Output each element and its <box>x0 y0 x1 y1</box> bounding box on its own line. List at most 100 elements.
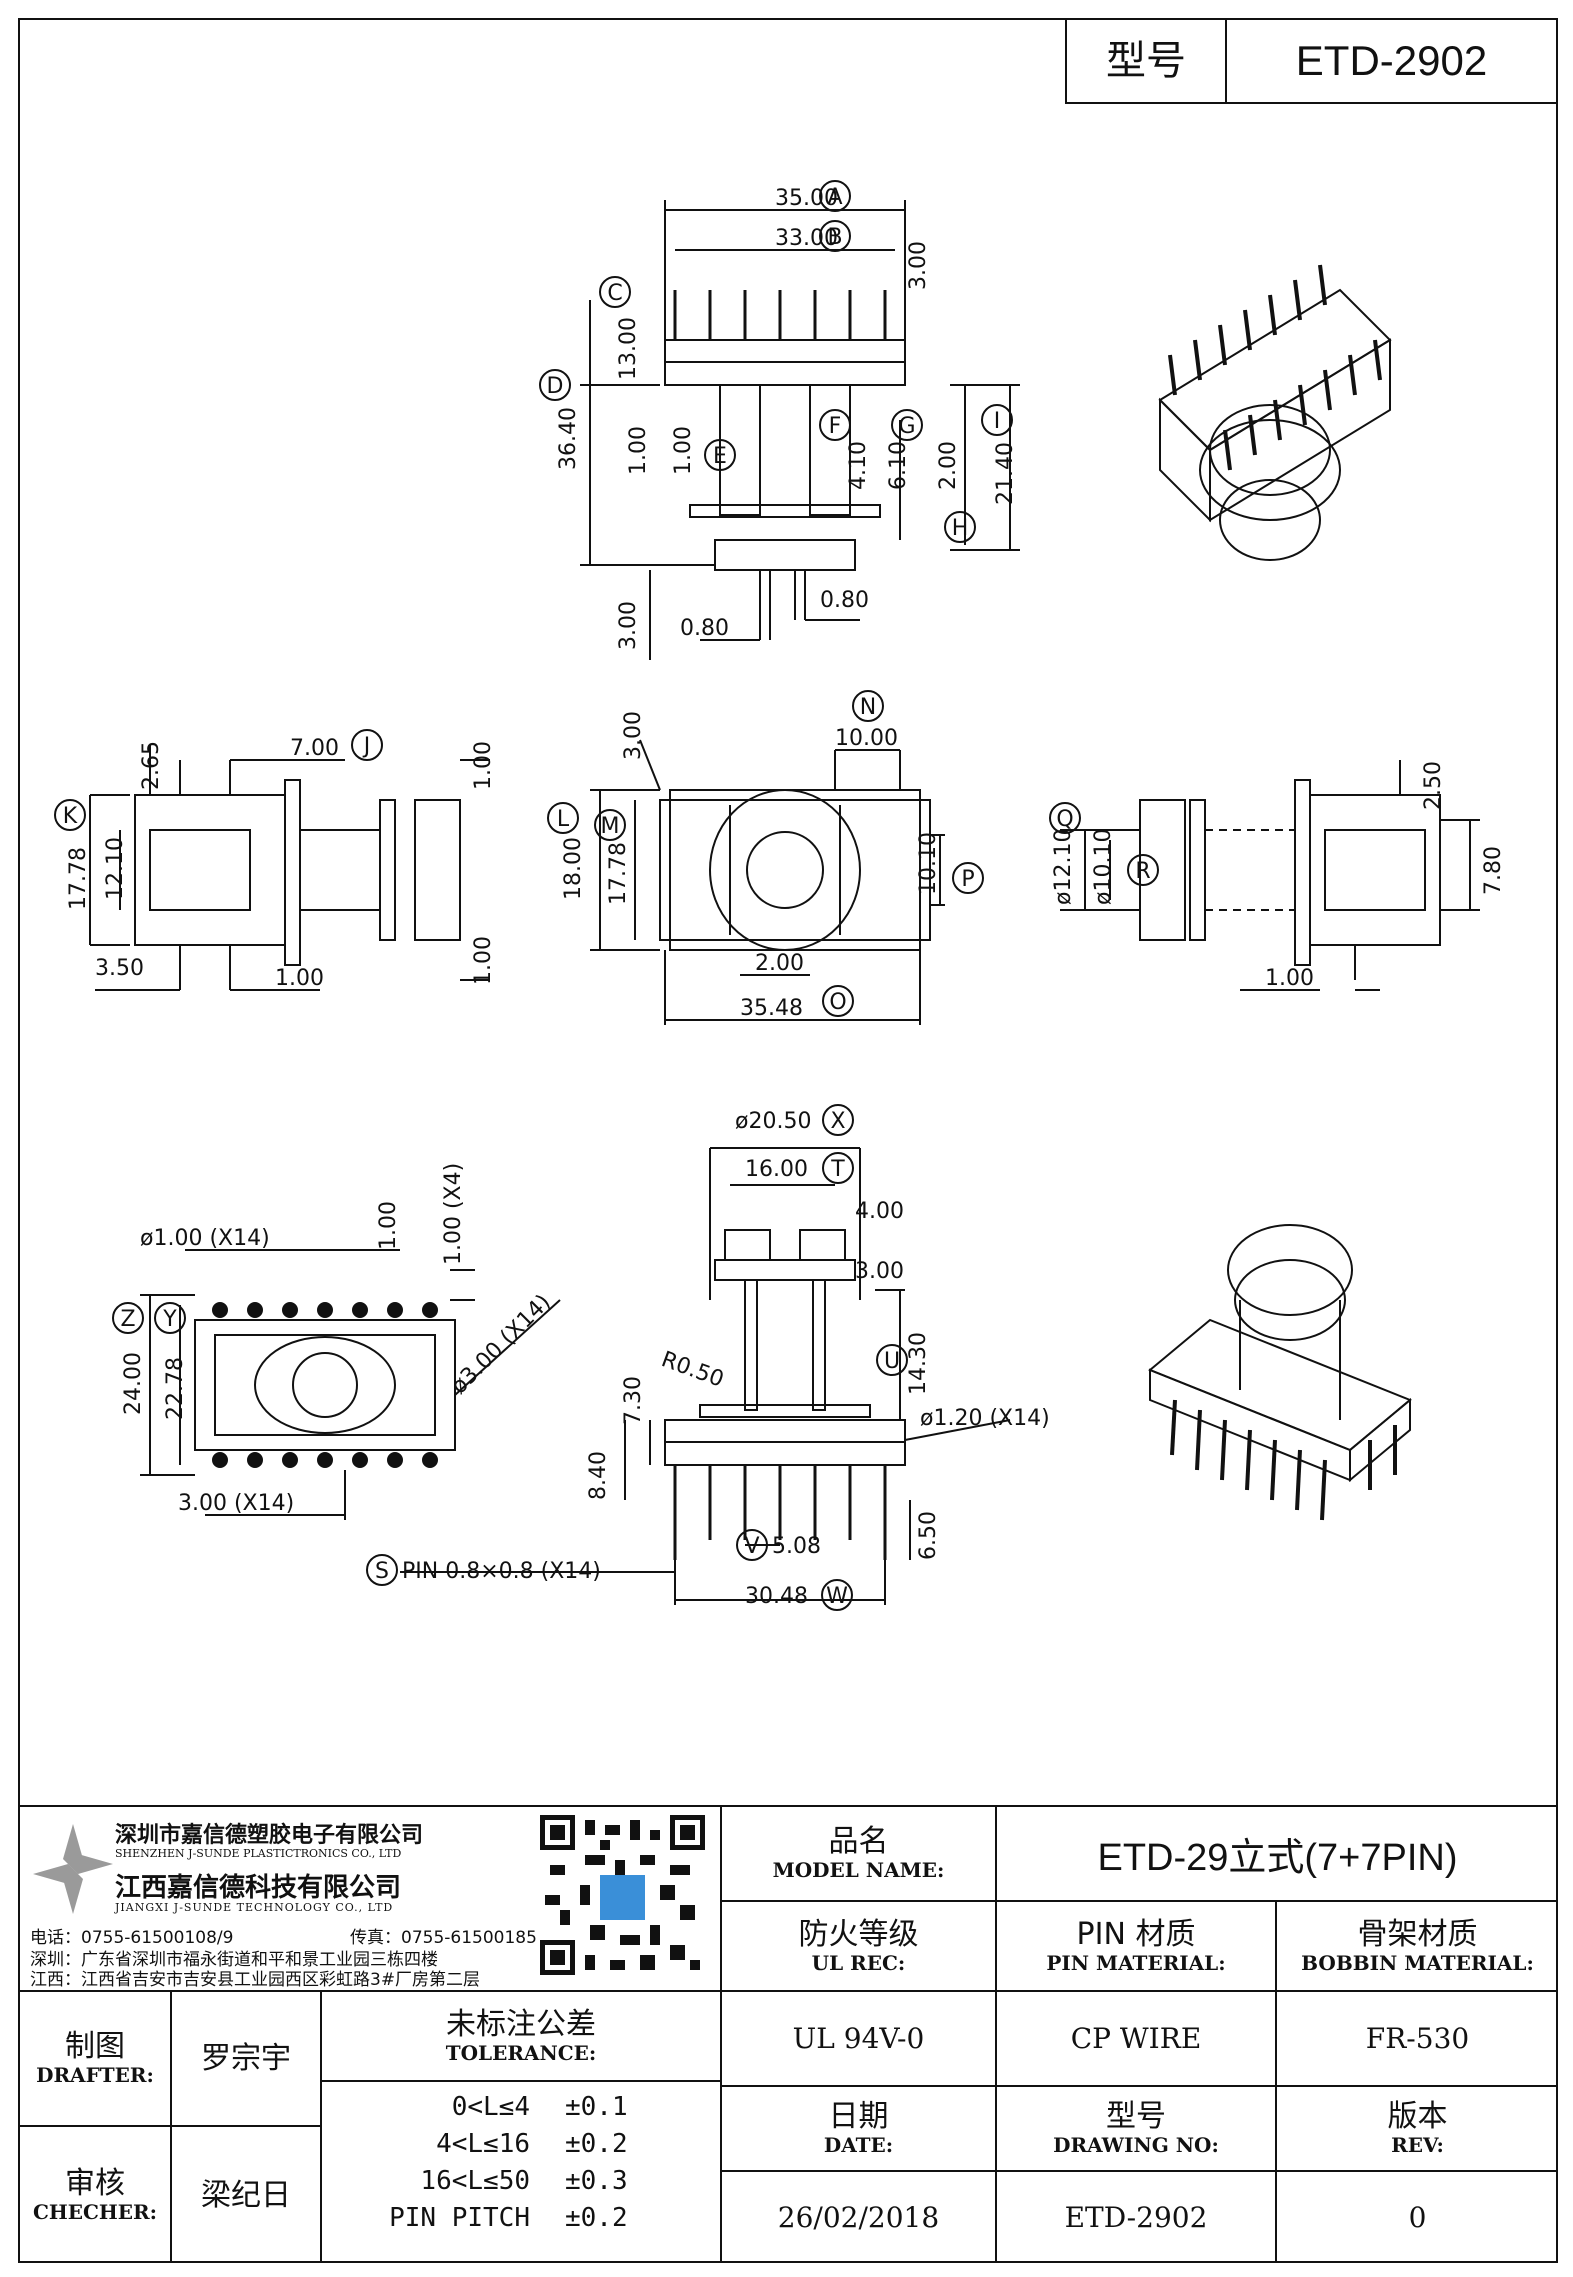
company-address-jx: 江西：江西省吉安市吉安县工业园西区彩虹路3#厂房第二层 <box>30 1970 481 1990</box>
dim-front-1a: 1.00 <box>626 426 651 475</box>
dim-front-6: 6.10 <box>886 441 911 490</box>
dim-front-13: 13.00 <box>616 317 641 380</box>
isometric-view-bottom <box>1148 1224 1412 1521</box>
tb-hline-3 <box>720 2085 1558 2087</box>
dimension-values: 35.00 33.00 3.00 13.00 36.40 1.00 1.00 4… <box>66 186 1506 1609</box>
dim-pin-4: 4.00 <box>855 1199 904 1224</box>
pin-material-header: PIN 材质 PIN MATERIAL: <box>997 1902 1275 1990</box>
label-G: G <box>898 414 915 439</box>
dim-left-1c: 1.00 <box>471 936 496 985</box>
dim-front-33: 33.00 <box>775 226 838 251</box>
dim-front-1b: 1.00 <box>671 426 696 475</box>
date-header: 日期 DATE: <box>722 2087 995 2170</box>
model-name-value: ETD-29立式(7+7PIN) <box>1097 1837 1458 1879</box>
tolerance-row: PIN PITCH ±0.2 <box>330 2199 710 2236</box>
dim-front-08a: 0.80 <box>680 616 729 641</box>
label-J: J <box>362 734 371 759</box>
label-H: H <box>952 516 969 541</box>
dim-top-18: 18.00 <box>561 837 586 900</box>
label-T: T <box>830 1157 845 1182</box>
label-C: C <box>607 281 622 306</box>
dim-left-7: 7.00 <box>290 736 339 761</box>
dim-pin-size: PIN 0.8×0.8 (X14) <box>402 1559 601 1584</box>
dim-top-2: 2.00 <box>755 951 804 976</box>
pin-view <box>400 1147 1011 1605</box>
dim-pin-16: 16.00 <box>745 1157 808 1182</box>
label-M: M <box>601 814 620 839</box>
checker-cn: 审核 <box>65 2165 125 2201</box>
model-name-header: 品名 MODEL NAME: <box>722 1807 995 1900</box>
label-I: I <box>994 409 1001 434</box>
dim-pin-3: 3.00 <box>855 1259 904 1284</box>
label-E: E <box>713 444 727 469</box>
dim-top-10: 10.00 <box>835 726 898 751</box>
date-cn: 日期 <box>828 2099 889 2134</box>
dim-left-1a: 1.00 <box>471 741 496 790</box>
company-name-cn-1: 深圳市嘉信德塑胶电子有限公司 <box>115 1823 424 1848</box>
label-Z: Z <box>120 1307 135 1332</box>
label-W: W <box>826 1584 848 1609</box>
dim-front-2: 2.00 <box>936 441 961 490</box>
label-Y: Y <box>162 1307 177 1332</box>
dim-right-25: 2.50 <box>1421 761 1446 810</box>
tolerance-range: 4<L≤16 <box>436 2128 530 2159</box>
dim-bottom-1: 1.00 <box>376 1201 401 1250</box>
drawing-no-en: DRAWING NO: <box>1053 2133 1219 2157</box>
company-fax: 传真：0755-61500185 <box>350 1928 537 1948</box>
bobbin-material-header: 骨架材质 BOBBIN MATERIAL: <box>1277 1902 1558 1990</box>
tolerance-table: 0<L≤4 ±0.1 4<L≤16 ±0.2 16<L≤50 ±0.3 PIN … <box>330 2088 710 2236</box>
tolerance-row: 4<L≤16 ±0.2 <box>330 2125 710 2162</box>
ul-en: UL REC: <box>811 1950 906 1975</box>
company-name-en-2: JIANGXI J-SUNDE TECHNOLOGY CO., LTD <box>115 1901 394 1914</box>
header-model-label: 型号 <box>1067 20 1227 102</box>
dim-top-1010: 10.10 <box>916 832 941 895</box>
company-name-cn-2: 江西嘉信德科技有限公司 <box>115 1873 402 1903</box>
dim-pin-143: 14.30 <box>906 1332 931 1395</box>
ul-header: 防火等级 UL REC: <box>722 1902 995 1990</box>
reference-labels: A B C D E F G H I J K L M N O P Q R X T … <box>54 180 1159 1611</box>
dim-front-36: 36.40 <box>556 407 581 470</box>
dim-front-21: 21.40 <box>993 442 1018 505</box>
drawing-no-cn: 型号 <box>1106 2099 1166 2134</box>
dim-front-4: 4.10 <box>846 441 871 490</box>
label-B: B <box>827 225 842 250</box>
checker-en: CHECHER: <box>32 2199 158 2224</box>
dim-bottom-hole: ø3.00 (X14) <box>447 1290 556 1399</box>
isometric-view-top <box>1158 264 1392 561</box>
label-O: O <box>829 990 846 1015</box>
label-P: P <box>961 867 974 892</box>
dim-pin-hole: ø1.20 (X14) <box>920 1406 1050 1431</box>
pin-material-value: CP WIRE <box>1070 2022 1202 2055</box>
checker-header: 审核 CHECHER: <box>20 2127 170 2263</box>
bobbin-material-en: BOBBIN MATERIAL: <box>1301 1950 1534 1975</box>
tb-hline-5 <box>18 2125 320 2127</box>
tolerance-range: PIN PITCH <box>389 2202 530 2233</box>
tolerance-value: ±0.1 <box>565 2091 628 2122</box>
tb-vline-1 <box>720 1805 722 2263</box>
rev-header: 版本 REV: <box>1277 2087 1558 2170</box>
dim-pin-2050: ø20.50 <box>735 1109 811 1134</box>
header-model-box: 型号 ETD-2902 <box>1065 18 1558 104</box>
dim-pin-508: 5.08 <box>772 1534 821 1559</box>
label-F: F <box>829 414 842 439</box>
checker-name: 梁纪日 <box>201 2177 291 2213</box>
label-K: K <box>63 804 78 829</box>
tb-hline-4 <box>720 2170 1558 2172</box>
label-V: V <box>744 1534 759 1559</box>
label-S: S <box>375 1559 389 1584</box>
dim-pin-73: 7.30 <box>621 1376 646 1425</box>
rev-value: 0 <box>1408 2201 1427 2234</box>
front-view <box>580 200 1020 660</box>
dim-right-1010: ø10.10 <box>1091 829 1116 905</box>
label-D: D <box>547 374 564 399</box>
company-block: 深圳市嘉信德塑胶电子有限公司 SHENZHEN J-SUNDE PLASTICT… <box>20 1807 720 1990</box>
top-view <box>590 739 945 1025</box>
bobbin-material-cn: 骨架材质 <box>1357 1916 1478 1952</box>
drawing-no-value: ETD-2902 <box>1064 2201 1208 2234</box>
dim-pin-r05: R0.50 <box>658 1347 727 1392</box>
header-model-value: ETD-2902 <box>1295 37 1488 84</box>
label-X: X <box>830 1109 845 1134</box>
tolerance-range: 0<L≤4 <box>451 2091 530 2122</box>
tolerance-cn: 未标注公差 <box>446 2006 596 2042</box>
drafter-en: DRAFTER: <box>36 2063 154 2087</box>
